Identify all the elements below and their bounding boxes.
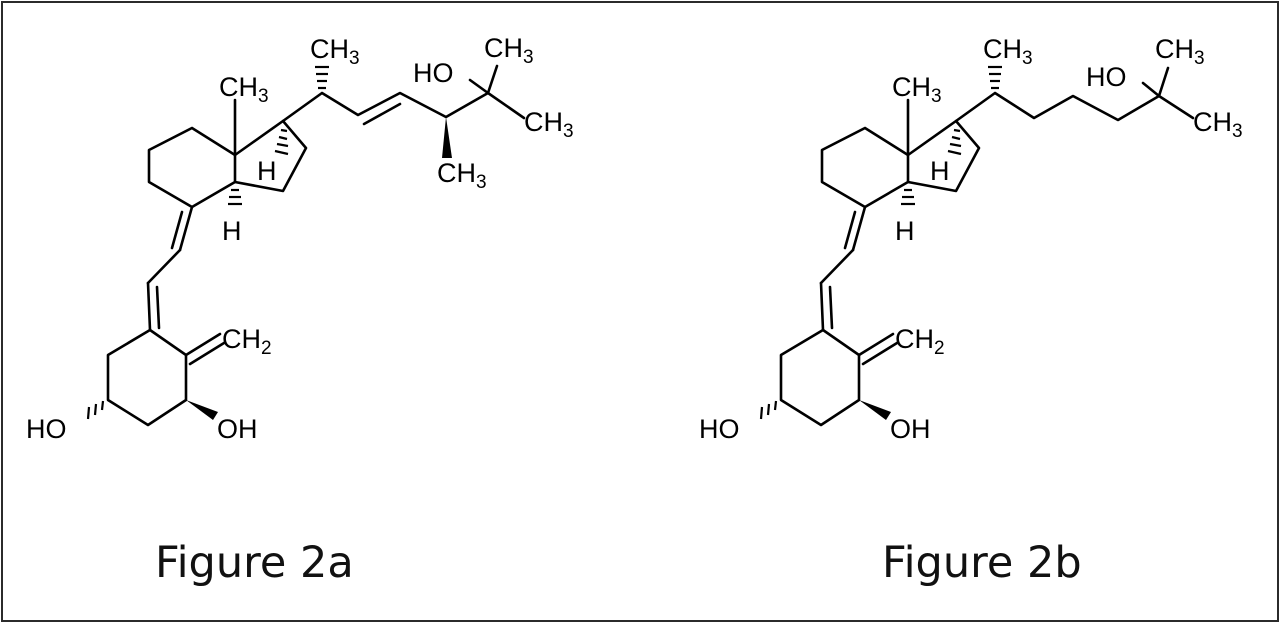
hash-c20-methyl (988, 65, 1002, 90)
triene-single (146, 248, 182, 285)
caption-figure-2a: Figure 2a (155, 538, 354, 588)
wedge-oh-right (859, 400, 891, 420)
caption-figure-2b: Figure 2b (882, 538, 1082, 588)
label-h-upper: H (257, 156, 277, 186)
structure-2b: CH3 CH3 HO CH3 CH3 H H CH2 HO OH (699, 34, 1243, 444)
label-ho-left: HO (699, 414, 740, 444)
wedge-c24-methyl (442, 117, 452, 158)
label-methyl-tail1: CH3 (1155, 34, 1205, 69)
triene-double-2 (828, 285, 834, 330)
label-methyl-tail2: CH3 (524, 107, 574, 142)
label-ho-left: HO (26, 414, 67, 444)
structure-2a: CH3 CH3 HO CH3 CH3 CH3 H H CH2 HO OH (26, 33, 574, 444)
ch2-double-1 (857, 332, 895, 357)
label-h-lower: H (222, 216, 242, 246)
ring-d-bonds (233, 119, 308, 193)
label-ho-tail: HO (413, 58, 454, 88)
label-h-upper: H (930, 156, 950, 186)
c25-methyl-bond (1157, 66, 1170, 98)
ring-d-bonds (906, 119, 981, 193)
label-oh-right: OH (890, 414, 931, 444)
triene-double-2 (155, 285, 161, 330)
c8-double-2 (843, 210, 857, 250)
c8-double-2 (170, 210, 184, 250)
ch2-double-2 (861, 341, 899, 366)
triene-double-1 (146, 281, 152, 332)
ch2-double-2 (188, 341, 226, 366)
hash-c20-methyl (315, 65, 329, 90)
hash-h-upper (947, 128, 962, 156)
triene-double-1 (819, 281, 825, 332)
wedge-oh-right (186, 400, 218, 420)
side-chain-bonds (281, 91, 526, 123)
hash-h-upper (274, 128, 289, 156)
label-methyl-side: CH3 (310, 34, 360, 69)
label-ch2: CH2 (222, 324, 272, 359)
ring-c-bonds (820, 126, 910, 209)
c8-double-1 (851, 205, 867, 252)
label-methyl-tail1: CH3 (484, 33, 534, 68)
label-methyl-c24: CH3 (437, 158, 487, 193)
label-methyl-side: CH3 (983, 34, 1033, 69)
hash-oh-left (86, 400, 105, 420)
c25-methyl-bond (486, 64, 499, 95)
ring-a-bonds (779, 328, 861, 427)
label-ho-tail: HO (1086, 62, 1127, 92)
hash-h-lower (228, 188, 242, 206)
label-methyl-ring: CH3 (219, 72, 269, 107)
c8-double-1 (178, 205, 194, 252)
hash-h-lower (901, 188, 915, 206)
side-chain-double (362, 102, 402, 126)
c25-ho-bond (1141, 81, 1161, 98)
hash-oh-left (759, 400, 778, 420)
label-h-lower: H (895, 216, 915, 246)
label-methyl-ring: CH3 (892, 72, 942, 107)
side-chain-bonds (954, 91, 1195, 123)
label-oh-right: OH (217, 414, 258, 444)
label-methyl-tail2: CH3 (1193, 107, 1243, 142)
c25-ho-bond (468, 78, 490, 95)
ch2-double-1 (184, 332, 222, 357)
triene-single (819, 248, 855, 285)
ring-a-bonds (106, 328, 188, 427)
ring-c-bonds (147, 126, 237, 209)
label-ch2: CH2 (895, 324, 945, 359)
